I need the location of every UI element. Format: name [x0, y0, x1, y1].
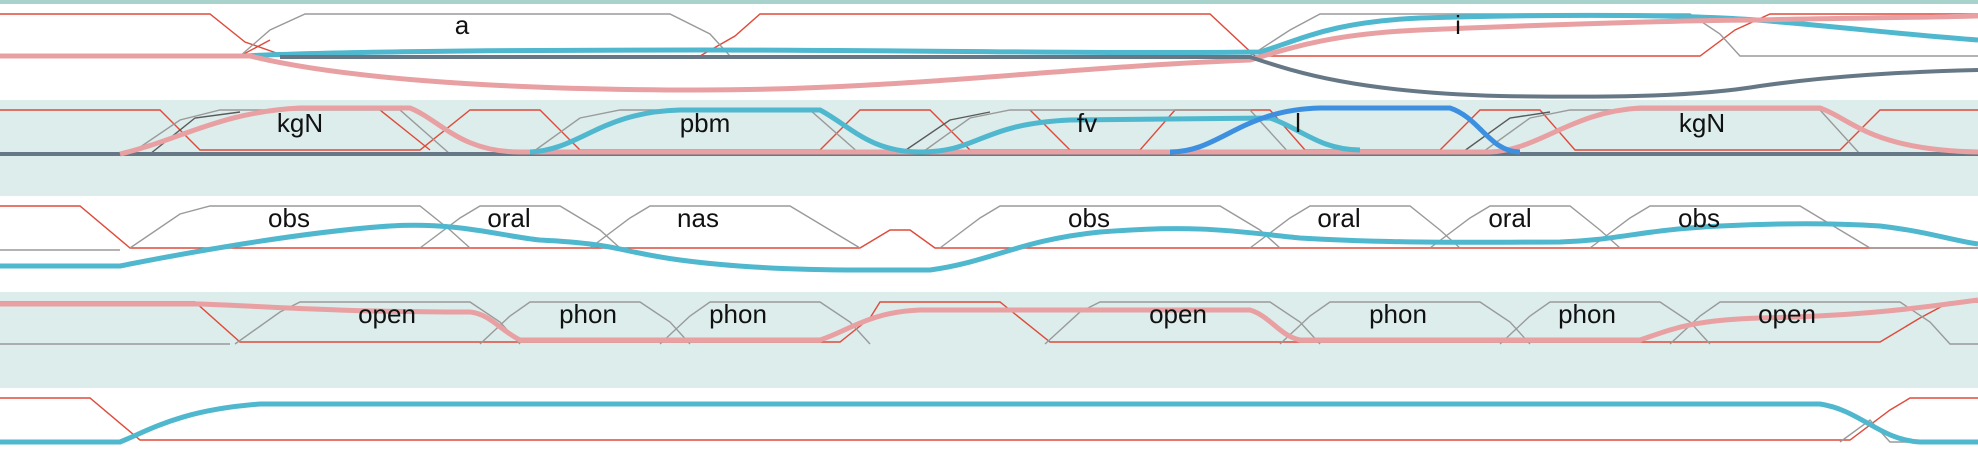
teal-curve — [0, 221, 1978, 273]
tier-label: obs — [1678, 203, 1720, 233]
tier-label: obs — [268, 203, 310, 233]
tier-label: phon — [709, 299, 767, 329]
tier-label: oral — [1317, 203, 1360, 233]
tier-vowel: a i — [0, 10, 1978, 99]
blue-curve — [1169, 105, 1521, 155]
tier-label: kgN — [1679, 108, 1725, 138]
tier-manner: obs oral nas obs oral oral obs — [0, 203, 1978, 273]
tier-label: nas — [677, 203, 719, 233]
gray-trapezoid-lines — [129, 109, 1861, 155]
tier-label: a — [455, 10, 470, 40]
teal-curve — [0, 401, 1978, 445]
tier-label: phon — [1369, 299, 1427, 329]
gray-trapezoid-lines — [239, 13, 1978, 57]
red-trapezoid-lines — [0, 205, 1978, 249]
gray-trapezoid-lines — [0, 205, 1978, 251]
tier-label: open — [1758, 299, 1816, 329]
tier-label: pbm — [680, 108, 731, 138]
tier-label: fv — [1077, 108, 1097, 138]
tier-label: open — [1149, 299, 1207, 329]
pink-curve — [119, 105, 1978, 157]
tier-label: open — [358, 299, 416, 329]
pink-curve — [0, 297, 1978, 343]
teal-curve — [244, 12, 1978, 59]
slate-curve — [280, 55, 1978, 99]
tier-label: i — [1455, 10, 1461, 40]
tier-phonation: open phon phon open phon phon open — [0, 297, 1978, 345]
tier-label: l — [1295, 108, 1301, 138]
tier-label: obs — [1068, 203, 1110, 233]
top-rule — [0, 0, 1978, 4]
tier-label: oral — [1488, 203, 1531, 233]
tier-label: phon — [559, 299, 617, 329]
red-trapezoid-lines — [0, 301, 1978, 343]
band-tier-place — [0, 100, 1978, 196]
tier-label: phon — [1558, 299, 1616, 329]
red-trapezoid-lines — [0, 397, 1978, 441]
tier-velum — [0, 397, 1978, 445]
tier-label: oral — [487, 203, 530, 233]
teal-curve — [529, 107, 1361, 155]
tier-label: kgN — [277, 108, 323, 138]
tier-place: kgN pbm fv l kgN — [0, 105, 1978, 157]
